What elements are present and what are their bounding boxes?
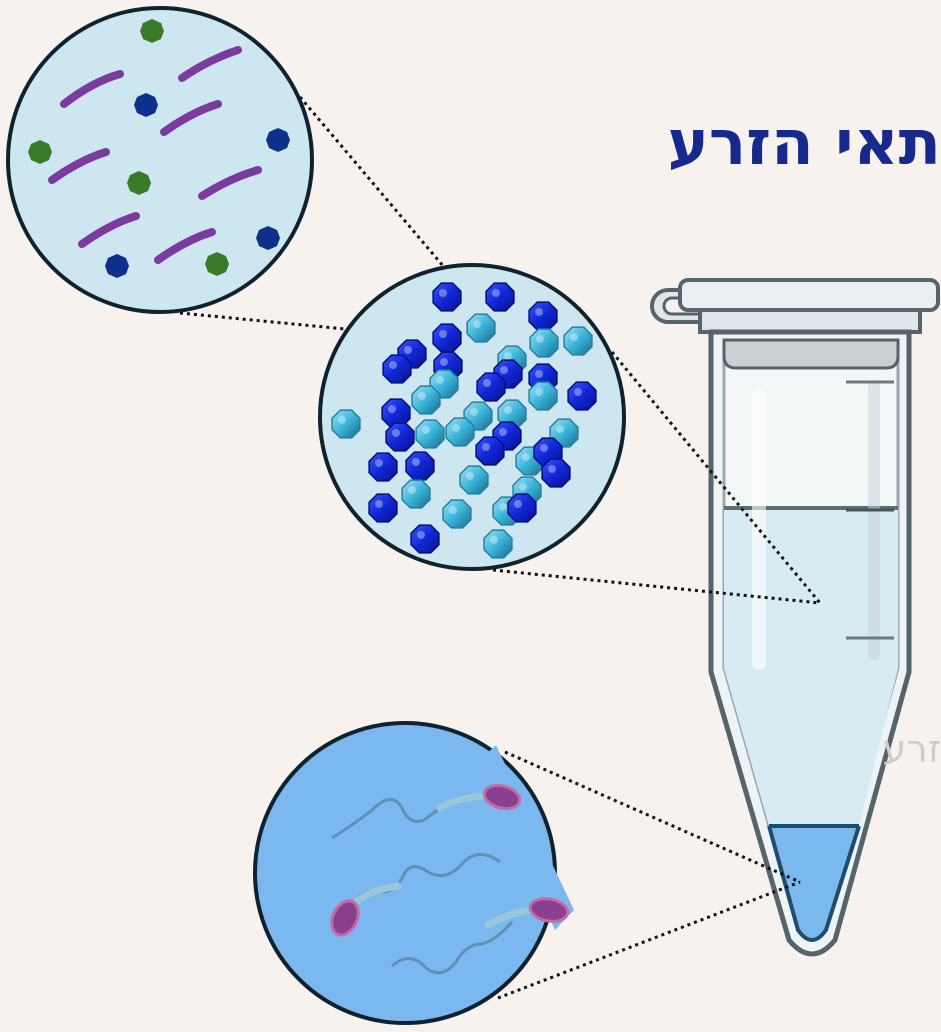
dark-crystal: [433, 283, 461, 311]
crystal-highlight: [470, 408, 478, 416]
sperm-magnifier: [255, 723, 574, 1023]
crystal-magnifier: [320, 265, 624, 569]
crystal-highlight: [452, 424, 460, 432]
dark-crystal: [542, 459, 570, 487]
crystal-highlight: [499, 428, 507, 436]
crystal-highlight: [548, 465, 556, 473]
crystal-highlight: [536, 335, 544, 343]
crystal-highlight: [519, 483, 527, 491]
crystal-highlight: [388, 405, 396, 413]
dark-crystal: [369, 494, 397, 522]
light-crystal: [529, 382, 557, 410]
dark-crystal: [433, 324, 461, 352]
crystal-highlight: [466, 472, 474, 480]
light-crystal: [446, 418, 474, 446]
dark-crystal: [369, 453, 397, 481]
light-crystal: [332, 410, 360, 438]
crystal-highlight: [570, 333, 578, 341]
crystal-highlight: [439, 330, 447, 338]
crystal-highlight: [418, 392, 426, 400]
crystal-highlight: [535, 370, 543, 378]
crystal-highlight: [535, 308, 543, 316]
light-crystal: [484, 530, 512, 558]
crystal-highlight: [412, 458, 420, 466]
light-crystal: [443, 500, 471, 528]
crystal-highlight: [449, 506, 457, 514]
crystal-highlight: [375, 459, 383, 467]
crystal-highlight: [492, 289, 500, 297]
crystal-highlight: [338, 416, 346, 424]
light-crystal: [416, 420, 444, 448]
crystal-highlight: [375, 500, 383, 508]
crystal-highlight: [389, 361, 397, 369]
crystal-highlight: [408, 486, 416, 494]
dark-crystal: [568, 382, 596, 410]
crystal-highlight: [499, 503, 507, 511]
crystal-highlight: [392, 429, 400, 437]
light-crystal: [412, 386, 440, 414]
dark-crystal: [486, 283, 514, 311]
crystal-highlight: [483, 379, 491, 387]
crystal-highlight: [540, 444, 548, 452]
light-crystal: [564, 327, 592, 355]
crystal-highlight: [422, 426, 430, 434]
dark-crystal: [508, 494, 536, 522]
crystal-highlight: [436, 376, 444, 384]
crystal-highlight: [514, 500, 522, 508]
dark-crystal: [529, 302, 557, 330]
light-crystal: [530, 329, 558, 357]
light-crystal: [402, 480, 430, 508]
dark-crystal: [386, 423, 414, 451]
crystal-highlight: [439, 289, 447, 297]
microcentrifuge-tube-icon: [652, 280, 938, 954]
faded-label: זרע: [883, 730, 941, 768]
dark-crystal: [406, 452, 434, 480]
crystal-highlight: [440, 358, 448, 366]
crystal-highlight: [417, 531, 425, 539]
crystal-highlight: [574, 388, 582, 396]
crystal-highlight: [482, 443, 490, 451]
crystal-highlight: [473, 320, 481, 328]
crystal-highlight: [504, 406, 512, 414]
dark-crystal: [411, 525, 439, 553]
crystal-highlight: [404, 346, 412, 354]
crystal-highlight: [522, 453, 530, 461]
page-title: תאי הזרע: [668, 112, 941, 174]
dark-crystal: [477, 373, 505, 401]
crystal-highlight: [504, 352, 512, 360]
crystal-highlight: [556, 425, 564, 433]
dark-crystal: [476, 437, 504, 465]
crystal-highlight: [500, 366, 508, 374]
crystal-highlight: [535, 388, 543, 396]
light-crystal: [460, 466, 488, 494]
dark-crystal: [383, 355, 411, 383]
crystal-highlight: [490, 536, 498, 544]
light-crystal: [467, 314, 495, 342]
molecule-magnifier: [8, 8, 312, 312]
